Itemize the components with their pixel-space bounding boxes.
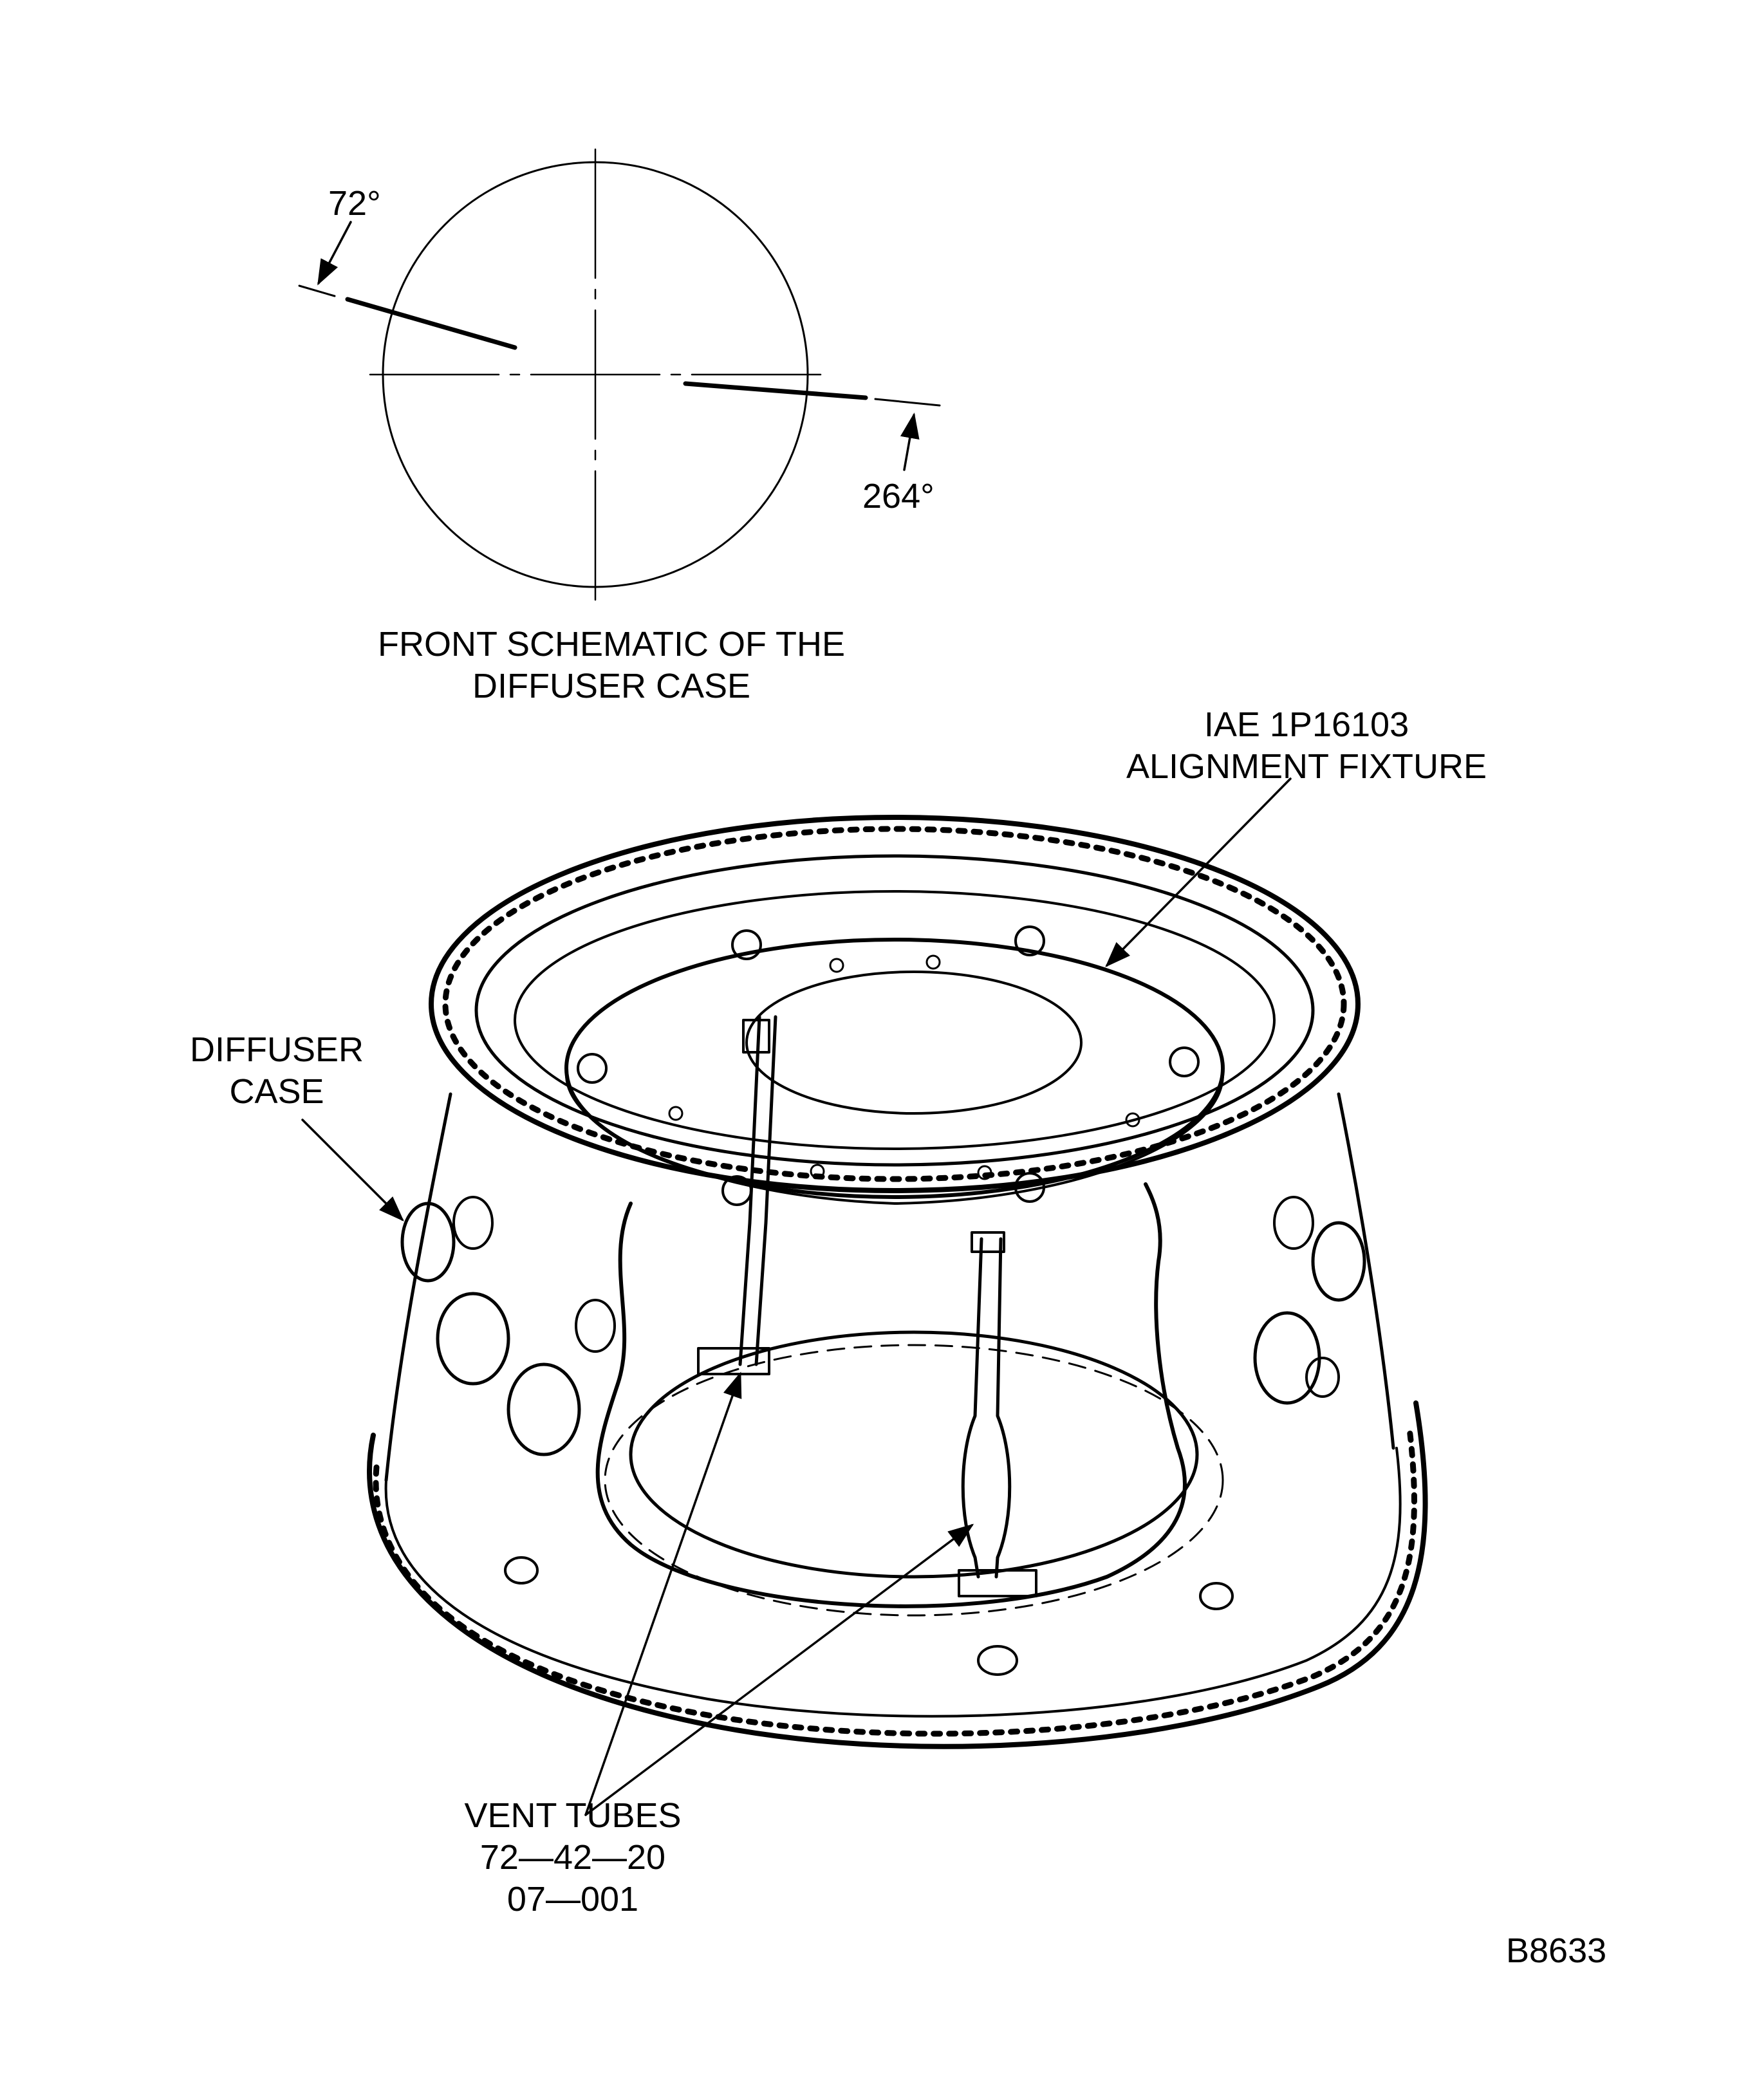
schematic-caption-line2: DIFFUSER CASE [472,667,751,705]
case-leader [301,1119,404,1222]
case-callout-line1: DIFFUSER [190,1030,364,1069]
inner-bottom-ring [629,1330,1199,1579]
diffuser-case [301,777,1428,1816]
vent-tube-left [697,1015,777,1375]
vent-leader-right [584,1523,974,1816]
alignment-fixture-plate-edge [565,1073,1224,1205]
vent-callout-line2: 72—42—20 [479,1838,666,1877]
vent-leader-left [584,1371,742,1816]
case-left-side [384,1092,452,1482]
alignment-fixture-plate [564,938,1225,1199]
bottom-flange-bolt-ring [373,1426,1417,1737]
position-line-72 [345,297,517,350]
position-line-264 [683,381,868,400]
vent-tube-right [958,1231,1037,1597]
top-flange-outer [429,815,1361,1193]
bottom-flange-outer [367,1400,1428,1749]
case-bosses [400,1196,1366,1676]
top-flange-bolt-ring [442,826,1347,1182]
arrow-72 [317,221,352,286]
vent-callout-line3: 07—001 [507,1880,639,1919]
extension-line-72 [298,284,336,297]
schematic-caption-line1: FRONT SCHEMATIC OF THE [377,625,846,664]
extension-line-264 [874,398,941,407]
inner-bottom-ring-dashed [604,1344,1224,1617]
cutaway-window [595,1182,1187,1608]
fixture-callout-line2: ALIGNMENT FIXTURE [1126,747,1487,786]
fixture-center-hole [745,971,1083,1115]
angle-label-72: 72° [328,184,381,223]
case-callout-line2: CASE [229,1072,324,1111]
fixture-bolts [577,925,1200,1206]
case-right-side [1337,1092,1395,1450]
front-schematic [298,148,941,603]
angle-label-264: 264° [862,477,934,516]
figure-id: B8633 [1506,1931,1607,1970]
arrow-264 [900,413,920,471]
vent-callout-line1: VENT TUBES [464,1796,682,1835]
top-bore [514,890,1276,1150]
top-flange-inner [474,854,1315,1167]
fixture-callout-line1: IAE 1P16103 [1204,705,1409,744]
fixture-leader [1105,777,1292,967]
bottom-flange-inner [384,1447,1402,1718]
